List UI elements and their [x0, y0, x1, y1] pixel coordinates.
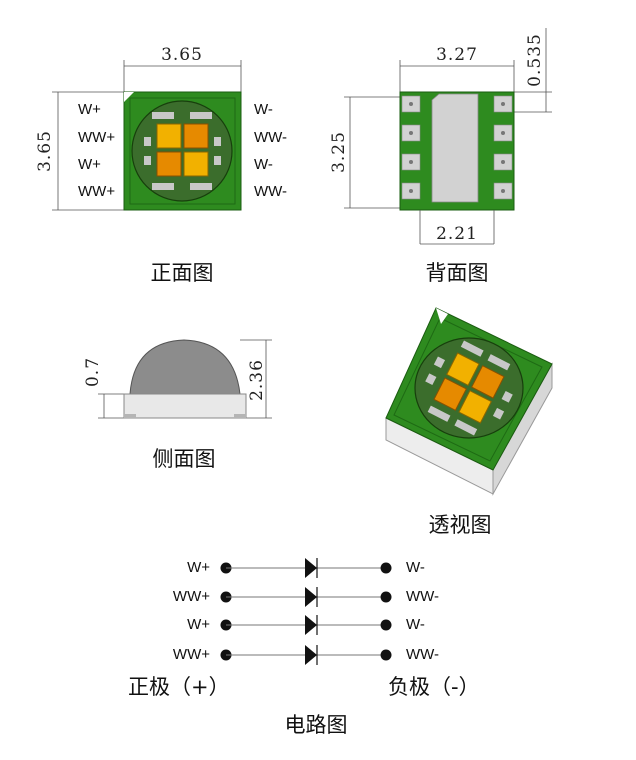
circuit-positive-label: 正极（+） [128, 675, 230, 699]
circuit-row: WW+ WW- [173, 587, 439, 607]
front-dim-top: 3.65 [161, 45, 203, 65]
front-dim-left: 3.65 [35, 130, 55, 172]
circuit-right-label-3: W- [406, 616, 425, 633]
front-lens [131, 100, 233, 202]
circuit-caption: 电路图 [285, 713, 348, 737]
perspective-caption: 透视图 [429, 513, 492, 537]
back-dim-bottom: 2.21 [436, 224, 478, 244]
front-left-pin-4: WW+ [78, 183, 115, 200]
front-left-pin-3: W+ [78, 156, 101, 173]
circuit-right-label-4: WW- [406, 646, 439, 663]
circuit-negative-label: 负极（-） [388, 675, 480, 699]
front-corner-mark [124, 92, 134, 102]
circuit-left-label-2: WW+ [173, 588, 210, 605]
side-dome [129, 339, 241, 395]
side-dim-right: 2.36 [247, 359, 267, 401]
circuit-row: W+ W- [187, 615, 425, 635]
side-caption: 侧面图 [153, 447, 216, 471]
front-view: 3.65 3.65 W+ WW+ W+ WW+ W- WW- W- WW- 正面… [35, 45, 287, 285]
perspective-view: 透视图 [385, 307, 553, 537]
back-thermal-pad [431, 93, 479, 203]
front-chip-tr [183, 123, 209, 149]
side-dim-left: 0.7 [83, 357, 103, 387]
back-dim-corner: 0.535 [525, 33, 545, 87]
front-caption: 正面图 [151, 261, 214, 285]
back-dim-top: 3.27 [436, 45, 478, 65]
front-chip-bl [156, 151, 182, 177]
circuit-diagram: W+ W- WW+ WW- W+ W- [128, 558, 480, 737]
circuit-right-label-2: WW- [406, 588, 439, 605]
perspective-lens [414, 337, 524, 439]
front-chip-br [183, 151, 209, 177]
circuit-left-label-4: WW+ [173, 646, 210, 663]
front-right-pin-3: W- [254, 156, 273, 173]
front-left-pin-1: W+ [78, 101, 101, 118]
back-caption: 背面图 [426, 261, 489, 285]
front-chip-tl [156, 123, 182, 149]
front-left-pin-2: WW+ [78, 129, 115, 146]
circuit-row: WW+ WW- [173, 645, 439, 665]
circuit-left-label-3: W+ [187, 616, 210, 633]
side-view: 0.7 2.36 侧面图 [83, 339, 272, 471]
back-dim-left: 3.25 [329, 131, 349, 173]
front-right-pin-4: WW- [254, 183, 287, 200]
side-base [123, 393, 247, 419]
back-view: 3.27 0.535 3.25 2.21 背面图 [329, 28, 552, 285]
circuit-row: W+ W- [187, 558, 425, 578]
circuit-right-label-1: W- [406, 559, 425, 576]
front-right-pin-2: WW- [254, 129, 287, 146]
front-right-pin-1: W- [254, 101, 273, 118]
circuit-left-label-1: W+ [187, 559, 210, 576]
